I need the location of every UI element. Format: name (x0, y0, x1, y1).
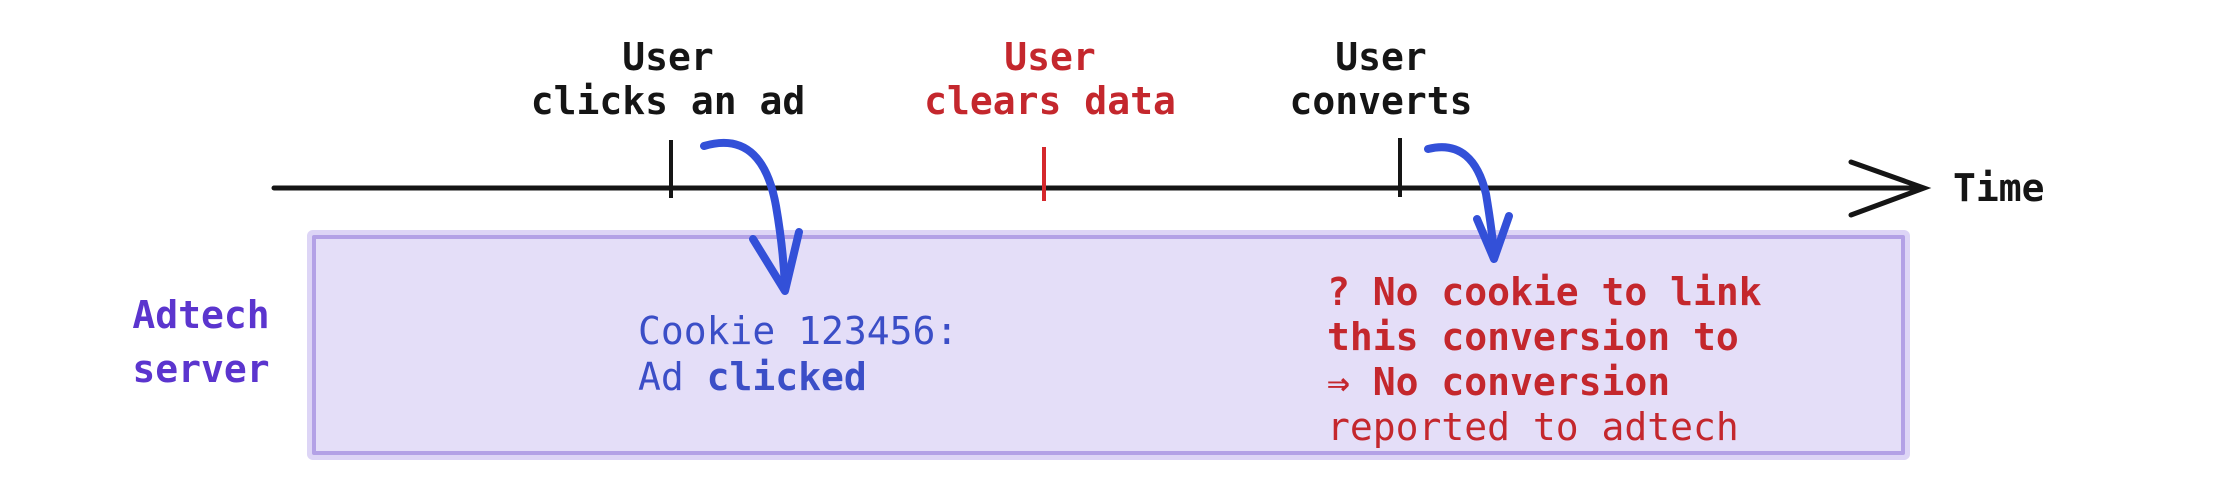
event-label-user-converts: User converts (1289, 35, 1473, 123)
adtech-server-box (312, 235, 1905, 455)
timeline-arrowhead-icon (1848, 159, 1932, 218)
adtech-server-label: Adtech server (132, 293, 270, 391)
arrow-click-to-cookie-head-icon (749, 228, 803, 295)
warning-line2: this conversion to (1327, 315, 1739, 359)
cookie-note-line2: Ad clicked (638, 354, 958, 400)
time-axis-caption: Time (1953, 166, 2045, 210)
cookie-note-line2-prefix: Ad (638, 355, 707, 399)
cookie-note-line2-emphasis: clicked (706, 355, 867, 399)
warning-line4: reported to adtech (1327, 405, 1739, 449)
event-label-user-clears-data: User clears data (924, 35, 1176, 123)
no-cookie-warning-note: ? No cookie to link this conversion to ⇒… (1327, 270, 1762, 450)
cookie-note: Cookie 123456: Ad clicked (638, 308, 958, 400)
warning-line1: ? No cookie to link (1327, 270, 1762, 314)
cookie-note-line1: Cookie 123456: (638, 309, 959, 353)
event-label-user-clicks-ad: User clicks an ad (530, 35, 806, 123)
arrow-convert-to-note-head-icon (1473, 212, 1513, 263)
arrow-convert-to-note (1424, 143, 1498, 260)
warning-line3: ⇒ No conversion (1327, 360, 1671, 404)
arrow-click-to-cookie (700, 138, 789, 292)
